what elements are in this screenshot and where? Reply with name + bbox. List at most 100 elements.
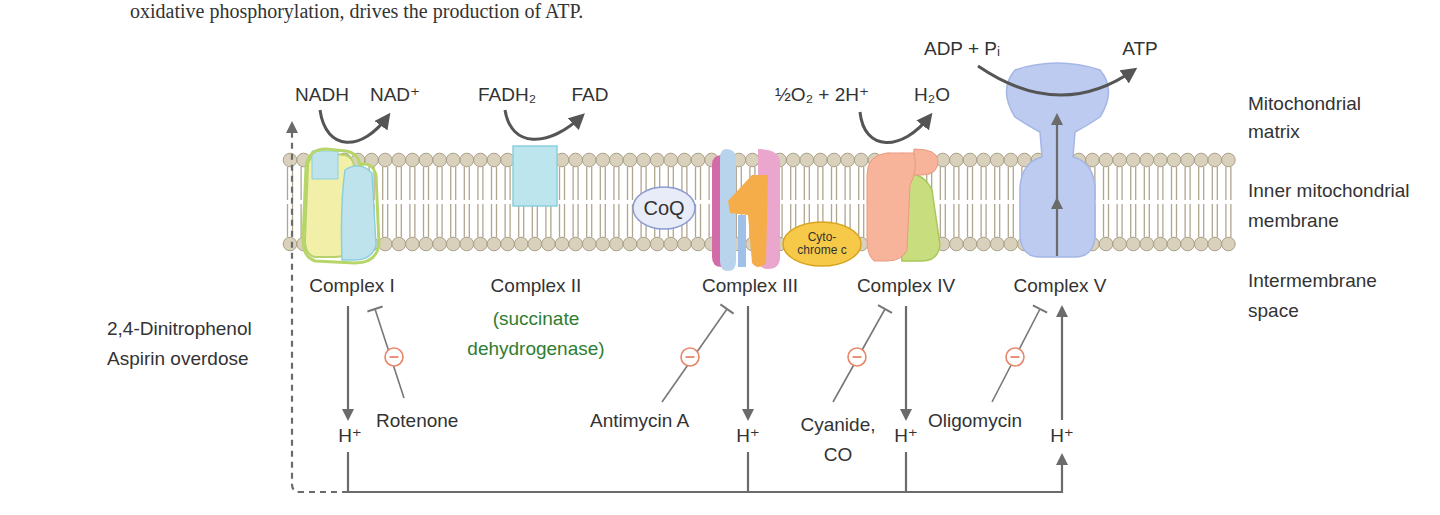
- lipid-tail: [790, 167, 791, 200]
- lipid-tail: [1008, 167, 1009, 200]
- lipid-tail: [450, 167, 451, 200]
- lipid-tail: [1103, 204, 1104, 237]
- lipid-tail: [958, 204, 959, 237]
- lipid-tail: [1116, 204, 1117, 237]
- lipid-tail: [491, 167, 492, 200]
- lipid-tail: [967, 204, 968, 237]
- uncoupler-label: 2,4-Dinitrophenol: [107, 318, 252, 340]
- lipid-tail: [1171, 204, 1172, 237]
- lipid-head: [814, 153, 828, 167]
- lipid-tail: [1212, 204, 1213, 237]
- inhibitor-label: Cyanide, CO: [798, 410, 878, 470]
- lipid-head: [569, 153, 583, 167]
- proton-label: H⁺: [736, 425, 760, 447]
- lipid-head: [664, 237, 678, 251]
- lipid-head: [1154, 237, 1168, 251]
- lipid-head: [1126, 153, 1140, 167]
- lipid-tail: [994, 167, 995, 200]
- lipid-head: [1222, 153, 1236, 167]
- lipid-tail: [863, 167, 864, 200]
- proton-flow-arrow: [1056, 116, 1058, 200]
- inhibitor-symbol: [390, 356, 399, 358]
- lipid-tail: [518, 204, 519, 237]
- region-label: Intermembrane space: [1248, 266, 1393, 326]
- lipid-head: [542, 237, 556, 251]
- lipid-tail: [809, 167, 810, 200]
- lipid-tail: [1198, 167, 1199, 200]
- proton-return-line: [747, 452, 749, 492]
- lipid-head: [283, 153, 297, 167]
- lipid-tail: [613, 204, 614, 237]
- lipid-head: [596, 153, 610, 167]
- lipid-head: [446, 153, 460, 167]
- complex-label: Complex IV: [857, 275, 955, 297]
- lipid-tail: [1189, 204, 1190, 237]
- lipid-head: [569, 237, 583, 251]
- lipid-tail: [1130, 204, 1131, 237]
- lipid-head: [841, 153, 855, 167]
- lipid-tail: [287, 167, 288, 200]
- lipid-tail: [409, 204, 410, 237]
- lipid-tail: [980, 167, 981, 200]
- lipid-tail: [496, 204, 497, 237]
- lipid-tail: [822, 167, 823, 200]
- lipid-head: [474, 237, 488, 251]
- lipid-head: [1004, 153, 1018, 167]
- inhibitor-leader: [662, 309, 727, 402]
- lipid-tail: [436, 167, 437, 200]
- complex-protein: Complex II(succinate dehydrogenase): [513, 146, 557, 364]
- lipid-tail: [428, 167, 429, 200]
- proton-arrow: [905, 306, 907, 418]
- lipid-tail: [401, 167, 402, 200]
- reaction-arrow: [505, 110, 582, 139]
- lipid-head: [460, 237, 474, 251]
- lipid-tail: [618, 167, 619, 200]
- lipid-head: [1113, 237, 1127, 251]
- lipid-tail: [1225, 204, 1226, 237]
- lipid-tail: [627, 204, 628, 237]
- inhibitor-label: Antimycin A: [590, 410, 689, 432]
- inhibitor-symbol: [853, 356, 862, 358]
- protein-subunit: [728, 175, 768, 267]
- lipid-tail: [441, 167, 442, 200]
- lipid-tail: [509, 204, 510, 237]
- proton-label: H⁺: [894, 425, 918, 447]
- lipid-head: [637, 237, 651, 251]
- lipid-head: [678, 153, 692, 167]
- lipid-tail: [1162, 167, 1163, 200]
- node-outline: [862, 145, 945, 265]
- inhibition-bar: [878, 305, 892, 313]
- lipid-tail: [980, 204, 981, 237]
- lipid-tail: [509, 167, 510, 200]
- lipid-tail: [940, 204, 941, 237]
- lipid-tail: [414, 204, 415, 237]
- lipid-head: [637, 153, 651, 167]
- lipid-head: [977, 153, 991, 167]
- molecule-label: NAD⁺: [370, 84, 420, 106]
- proton-flow-arrow: [1056, 200, 1058, 256]
- lipid-head: [1181, 153, 1195, 167]
- lipid-tail: [504, 167, 505, 200]
- lipid-tail: [1230, 167, 1231, 200]
- lipid-head: [283, 237, 297, 251]
- molecule-label: NADH: [295, 84, 349, 106]
- heading-text: oxidative phosphorylation, drives the pr…: [130, 0, 583, 22]
- lipid-tail: [1162, 204, 1163, 237]
- lipid-head: [800, 153, 814, 167]
- lipid-tail: [985, 204, 986, 237]
- inhibitor-symbol: [385, 348, 403, 366]
- lipid-tail: [953, 204, 954, 237]
- carrier-ellipse: Cyto- chrome c: [782, 221, 862, 267]
- inhibition-bar: [1033, 305, 1047, 312]
- molecule-label: FADH₂: [478, 84, 536, 106]
- proton-arrow: [347, 306, 349, 418]
- proton-label: H⁺: [1050, 425, 1074, 447]
- lipid-tail: [605, 204, 606, 237]
- lipid-tail: [1013, 204, 1014, 237]
- carrier-ellipse: CoQ: [632, 186, 696, 230]
- lipid-head: [433, 153, 447, 167]
- lipid-tail: [708, 167, 709, 200]
- lipid-head: [977, 237, 991, 251]
